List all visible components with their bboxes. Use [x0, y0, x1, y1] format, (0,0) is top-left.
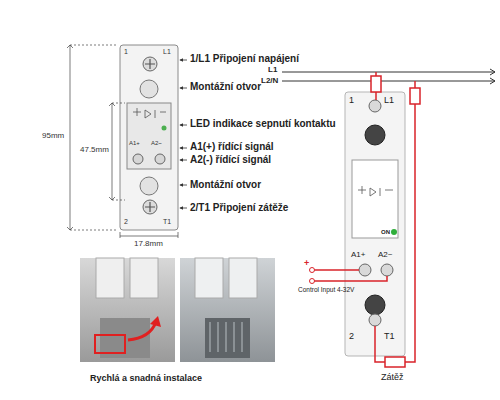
terminal-screw — [369, 314, 381, 326]
callout-label: 1/L1 Připojení napájení — [190, 54, 299, 64]
input-terminal — [310, 268, 315, 273]
arrowhead — [150, 316, 161, 327]
terminal-label: A1+ — [129, 140, 140, 146]
screw-slot — [145, 202, 155, 212]
terminal-label: A2~ — [151, 140, 162, 146]
extension-line — [120, 232, 121, 238]
photo — [80, 258, 175, 362]
wire-arrows — [490, 69, 495, 84]
terminal-label: T1 — [163, 218, 171, 225]
ssr-symbol — [358, 186, 393, 196]
installation-photos — [80, 258, 275, 362]
relay-housing — [120, 45, 178, 230]
relay-front-view — [120, 45, 178, 230]
mounting-hole — [140, 177, 158, 195]
relay-housing — [345, 92, 405, 356]
wire — [375, 326, 385, 362]
leader-line — [180, 185, 187, 186]
terminal-label: 2 — [349, 332, 354, 341]
rail-photo — [205, 318, 250, 358]
terminal-screw — [143, 57, 157, 71]
extension-line — [70, 45, 118, 46]
callout-label: Montážní otvor — [190, 180, 261, 190]
terminal-label: L1 — [268, 66, 277, 74]
front-label — [352, 160, 398, 238]
wiring-diagram — [282, 69, 495, 367]
leader-line — [180, 208, 187, 209]
leader-line — [180, 148, 187, 149]
control-screw — [133, 154, 143, 164]
extension-line — [70, 230, 118, 231]
led-symbol — [133, 108, 166, 118]
terminal-screw — [143, 200, 157, 214]
terminal-label: 1 — [349, 96, 354, 105]
photo — [180, 258, 275, 362]
screw-slot — [145, 59, 155, 69]
fuse — [410, 88, 420, 104]
terminal-opening — [365, 125, 385, 145]
control-screw — [155, 154, 165, 164]
leader-line — [180, 88, 187, 89]
breaker-photo — [195, 258, 223, 298]
dimension-line — [112, 103, 113, 200]
dimension-line — [120, 236, 178, 237]
callout-label: Montážní otvor — [190, 82, 261, 92]
terminal-label: ON — [381, 229, 390, 235]
arrow — [128, 322, 156, 340]
terminal-screw — [369, 100, 381, 112]
terminal-label: 2 — [124, 218, 128, 225]
terminal-label: L1 — [163, 48, 171, 55]
front-window — [127, 103, 171, 169]
callout-leaders — [180, 60, 187, 208]
dimension-label: 95mm — [42, 132, 64, 140]
terminal-opening — [365, 295, 385, 315]
callout-label: LED indikace sepnutí kontaktu — [190, 119, 336, 129]
dimension-lines — [67, 45, 178, 238]
mounting-hole — [140, 80, 158, 98]
extension-line — [178, 232, 179, 238]
red-wiring — [314, 72, 420, 367]
terminal-label: Rychlá a snadná instalace — [90, 374, 202, 383]
supply-wire — [282, 81, 495, 82]
dimension-arrows — [67, 45, 73, 230]
terminal-label: T1 — [384, 332, 395, 341]
callout-label: 2/T1 Připojení zátěže — [190, 203, 288, 213]
leader-line — [180, 125, 187, 126]
terminal-label: 1 — [124, 48, 128, 55]
load-symbol — [385, 357, 405, 367]
wire — [405, 81, 415, 362]
supply-wire — [282, 72, 495, 73]
breaker-photo — [96, 258, 124, 298]
led — [162, 126, 167, 131]
breaker-photo — [130, 258, 158, 298]
breaker-photo — [229, 258, 257, 298]
terminal-label: Zátěž — [381, 373, 404, 382]
terminal-label: L1 — [384, 96, 394, 105]
extension-line — [112, 103, 125, 104]
leader-line — [180, 60, 187, 61]
led — [391, 229, 397, 235]
control-wire — [314, 269, 359, 271]
callout-label: A2(-) řídící signál — [190, 155, 271, 165]
leader-line — [180, 160, 187, 161]
terminal-label: L2/N — [261, 77, 278, 85]
terminal-label: A2~ — [378, 251, 392, 259]
dimension-label: 47.5mm — [80, 146, 109, 154]
rail-ribs — [210, 322, 242, 352]
control-wire — [314, 276, 387, 281]
dimension-line — [70, 45, 71, 230]
callout-label: A1(+) řídící signál — [190, 142, 274, 152]
terminal-label: A1+ — [351, 251, 365, 259]
control-screw — [381, 264, 393, 276]
extension-line — [112, 200, 125, 201]
highlight-box — [95, 335, 125, 353]
terminal-label: Control Input 4-32V — [298, 287, 354, 294]
dimension-arrows — [109, 103, 115, 200]
fuse — [371, 76, 381, 92]
terminal-label: + — [304, 259, 309, 268]
input-terminal — [310, 279, 315, 284]
dimension-label: 17.8mm — [134, 240, 163, 248]
control-screw — [359, 264, 371, 276]
